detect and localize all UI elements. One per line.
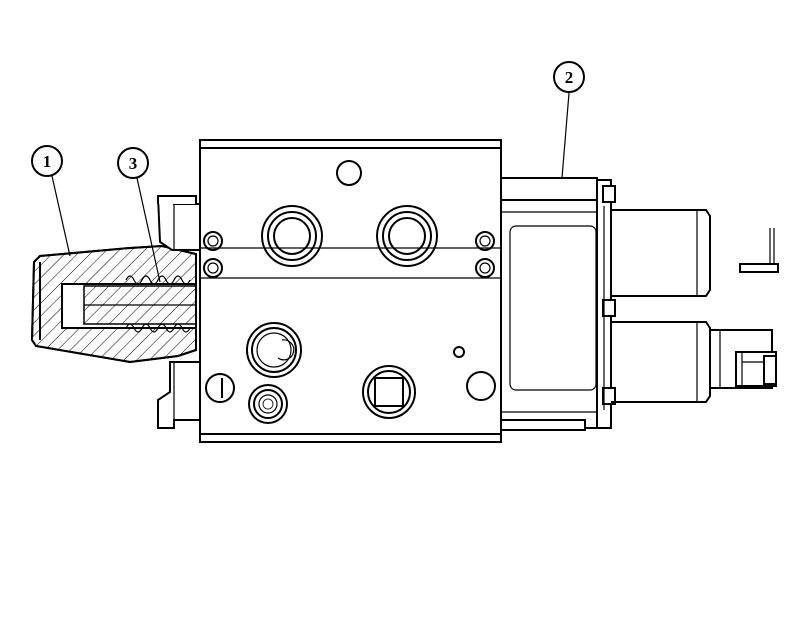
port-upper-right: [376, 205, 438, 267]
callout-1: 1: [31, 145, 63, 177]
callout-2: 2: [553, 61, 585, 93]
solenoid-section: [500, 177, 779, 431]
end-cap-section: [30, 244, 197, 364]
port-center-left: [246, 322, 302, 378]
callout-3: 3: [117, 147, 149, 179]
callout-1-label: 1: [43, 152, 52, 171]
callout-leaders: [51, 92, 570, 283]
callout-3-label: 3: [129, 154, 138, 173]
spring: [125, 275, 191, 333]
port-lower-left-nut: [248, 384, 288, 424]
port-upper-left: [261, 205, 323, 267]
valve-block: [199, 139, 502, 443]
port-lower-square: [362, 365, 416, 419]
callout-2-label: 2: [565, 68, 574, 87]
